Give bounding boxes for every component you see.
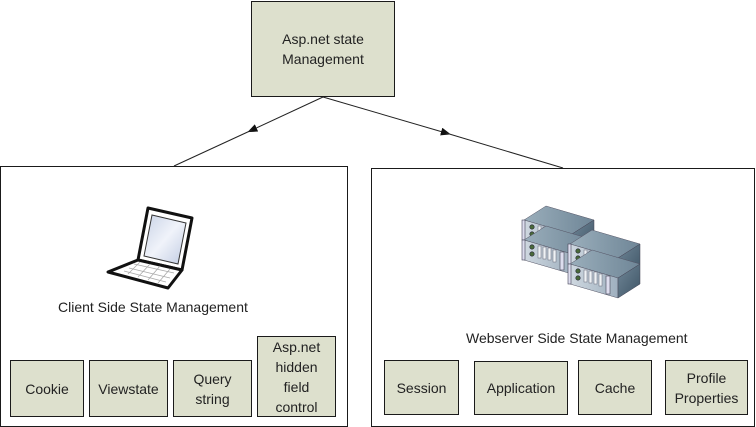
- connector-to-client: [247, 96, 324, 133]
- client-item-cookie: Cookie: [10, 360, 84, 417]
- client-item-label: Query string: [193, 370, 232, 407]
- client-item-viewstate: Viewstate: [89, 360, 168, 417]
- root-label-line2: Management: [282, 51, 364, 67]
- server-item-cache: Cache: [578, 360, 652, 415]
- server-item-profile-properties: Profile Properties: [665, 360, 748, 415]
- server-item-application: Application: [474, 361, 568, 415]
- server-rack-icon: [521, 205, 641, 299]
- root-label-line1: Asp.net state: [282, 31, 364, 47]
- server-side-title: Webserver Side State Management: [466, 330, 688, 346]
- connector-to-client-tail: [173, 129, 253, 167]
- server-item-label: Session: [396, 379, 447, 396]
- connector-to-server: [322, 96, 451, 136]
- server-item-label: Cache: [594, 379, 636, 396]
- laptop-icon: [106, 206, 194, 290]
- server-item-label: Profile Properties: [674, 369, 739, 406]
- client-item-query-string: Query string: [173, 360, 252, 417]
- client-item-label: Asp.net hidden field control: [272, 338, 321, 415]
- root-node: Asp.net state Management: [251, 1, 395, 97]
- client-item-label: Viewstate: [98, 380, 159, 397]
- server-item-label: Application: [486, 380, 556, 396]
- server-item-session: Session: [384, 360, 459, 415]
- connector-to-server-tail: [445, 132, 564, 169]
- client-side-title: Client Side State Management: [58, 299, 248, 315]
- client-item-label: Cookie: [25, 380, 69, 397]
- client-item-hidden-field: Asp.net hidden field control: [257, 336, 336, 417]
